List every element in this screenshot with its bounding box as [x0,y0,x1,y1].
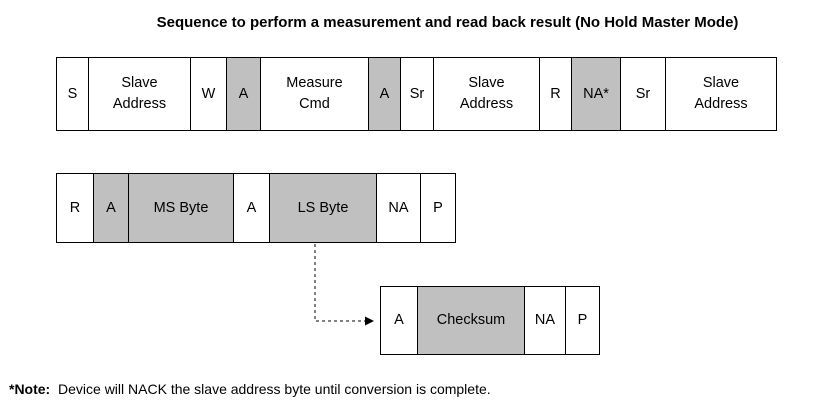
field-slave-address: Slave Address [666,58,777,130]
field-a: A [234,174,270,242]
note-text: Device will NACK the slave address byte … [58,381,491,397]
field-na: NA [377,174,421,242]
arrowhead-icon [365,316,374,326]
field-a: A [369,58,401,130]
field-ms-byte: MS Byte [129,174,234,242]
field-p: P [421,174,456,242]
field-sr: Sr [621,58,666,130]
dashed-connector-line [314,244,366,322]
field-r: R [57,174,94,242]
note-label: *Note: [9,381,51,397]
field-checksum: Checksum [418,287,525,354]
field-slave-address: Slave Address [434,58,540,130]
field-p: P [566,287,600,354]
field-ls-byte: LS Byte [270,174,377,242]
field-s: S [57,58,89,130]
field-a: A [94,174,129,242]
field-a: A [381,287,418,354]
field-slave-address: Slave Address [89,58,191,130]
field-na: NA* [572,58,621,130]
field-measure-cmd: Measure Cmd [261,58,369,130]
field-na: NA [525,287,566,354]
field-sr: Sr [401,58,434,130]
field-a: A [227,58,261,130]
field-r: R [540,58,572,130]
diagram-title: Sequence to perform a measurement and re… [156,14,739,31]
field-w: W [191,58,227,130]
footnote: *Note: Device will NACK the slave addres… [9,381,491,397]
